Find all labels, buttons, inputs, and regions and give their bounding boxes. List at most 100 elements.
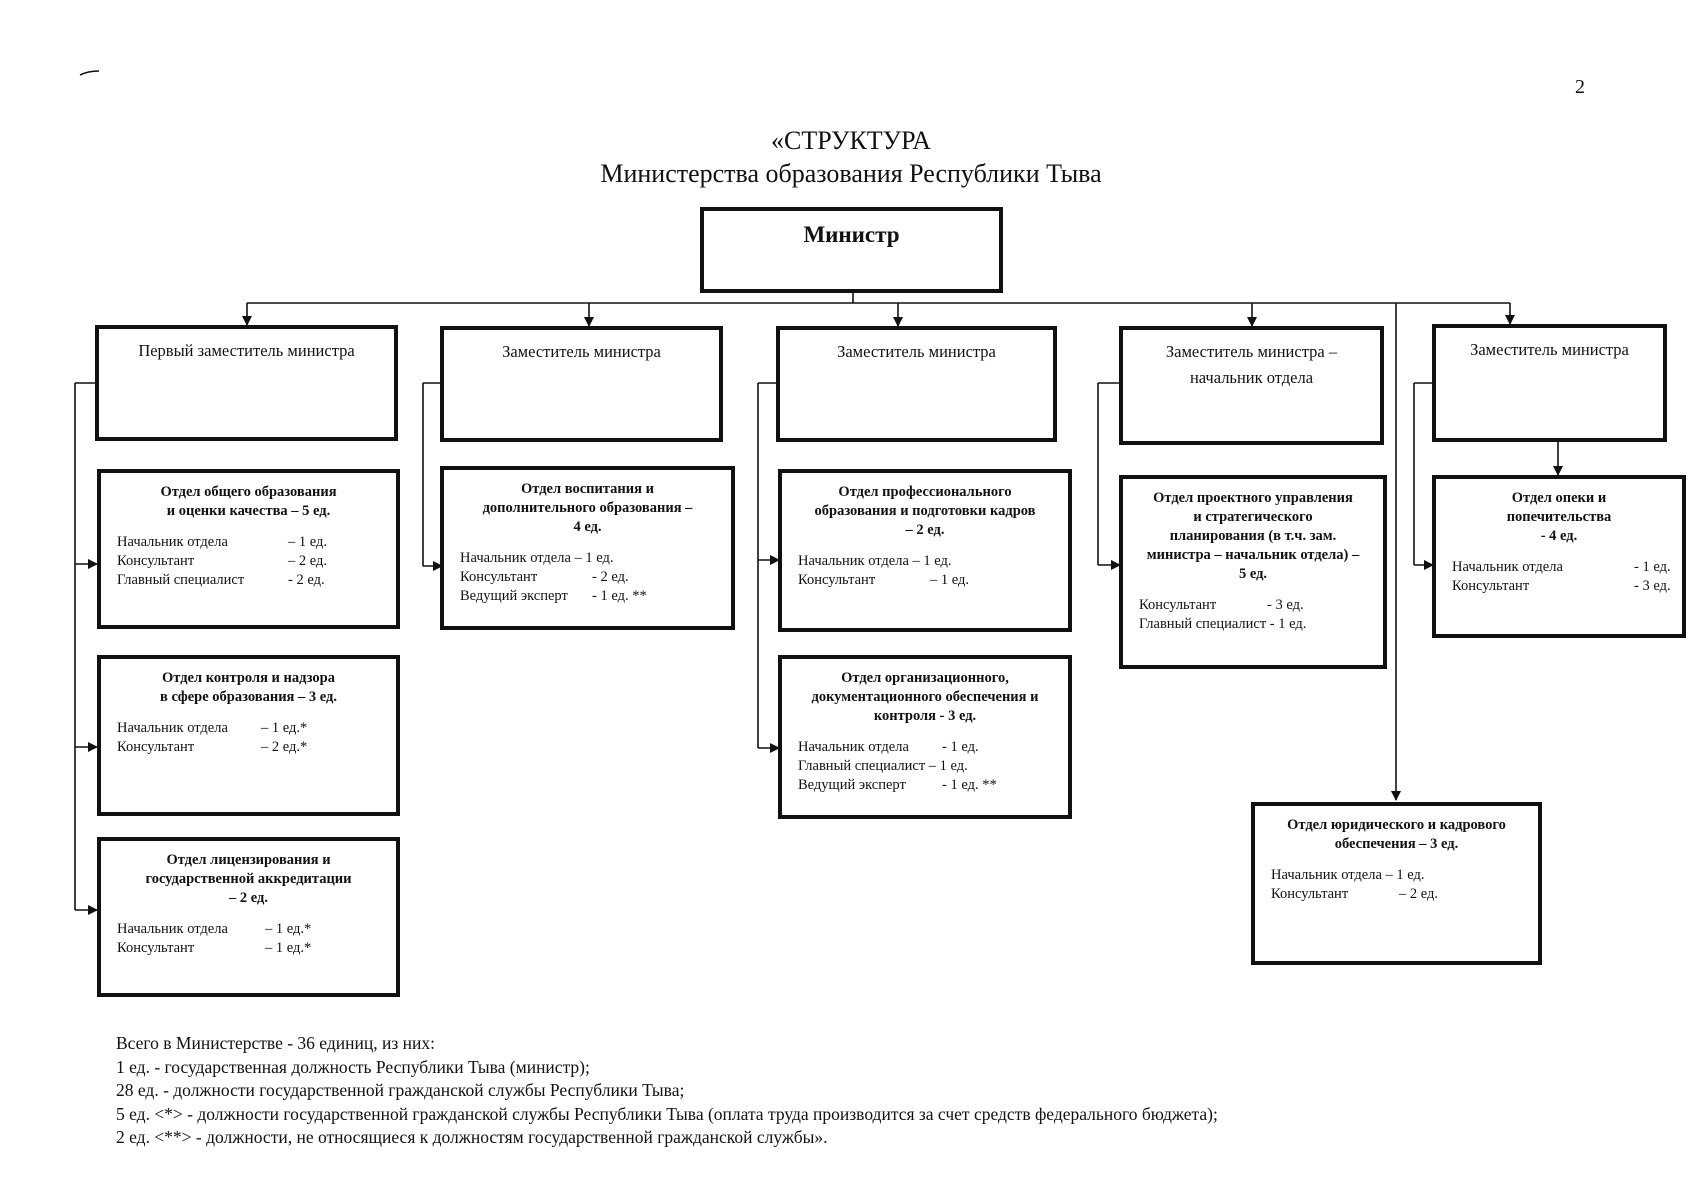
title-line: Отдел профессионального xyxy=(838,484,1012,500)
staff-position: Начальник отдела – 1 ед. xyxy=(798,553,952,569)
title-line: Отдел организационного, xyxy=(841,670,1009,686)
staff-position: Начальник отдела xyxy=(117,921,228,937)
department-control: Отдел контроля и надзора в сфере образов… xyxy=(97,655,400,816)
department-upbringing: Отдел воспитания и дополнительного образ… xyxy=(440,466,735,630)
deputy-label: Заместитель министра xyxy=(502,342,661,361)
deputy-box-first: Первый заместитель министра xyxy=(95,325,398,441)
staff-position: Начальник отдела xyxy=(117,720,228,736)
page-title: «СТРУКТУРА xyxy=(771,126,931,155)
department-title: Отдел общего образования и оценки качест… xyxy=(111,483,386,521)
staff-row: Начальник отдела– 1 ед.* xyxy=(117,920,396,939)
title-line: Отдел воспитания и xyxy=(521,481,654,497)
minister-label: Министр xyxy=(803,222,900,247)
staff-row: Консультант - 3 ед. xyxy=(1452,577,1682,596)
title-line: образования и подготовки кадров xyxy=(814,503,1036,519)
deputy-label-line-2: начальник отдела xyxy=(1189,368,1314,387)
staff-row: Начальник отдела - 1 ед. xyxy=(798,738,1068,757)
staff-count: - 3 ед. xyxy=(1267,597,1304,613)
staff-list: Начальник отдела - 1 ед. Главный специали… xyxy=(798,738,1068,795)
deputy-label: Заместитель министра – начальник отдела xyxy=(1123,330,1380,391)
department-licensing: Отдел лицензирования и государственной а… xyxy=(97,837,400,997)
title-line: государственной аккредитации xyxy=(145,871,352,887)
staff-position: Консультант xyxy=(117,940,195,956)
staff-row: Главный специалист - 1 ед. xyxy=(1139,615,1383,634)
title-line: – 2 ед. xyxy=(905,522,945,538)
deputy-label: Заместитель министра xyxy=(837,342,996,361)
staff-count: - 2 ед. xyxy=(592,569,629,585)
staff-position: Консультант xyxy=(460,569,538,585)
department-title: Отдел проектного управления и стратегиче… xyxy=(1133,489,1373,584)
minister-box: Министр xyxy=(700,207,1003,293)
staff-row: Главный специалист – 1 ед. xyxy=(798,757,1068,776)
title-line: Отдел юридического и кадрового xyxy=(1287,817,1506,833)
department-general-education: Отдел общего образования и оценки качест… xyxy=(97,469,400,629)
footer-line-civil-service: 28 ед. - должности государственной гражд… xyxy=(116,1080,685,1100)
department-title: Отдел организационного, документационног… xyxy=(792,669,1058,726)
staff-count: - 1 ед. xyxy=(942,739,979,755)
deputy-box-5: Заместитель министра xyxy=(1432,324,1667,442)
title-line: и стратегического xyxy=(1193,509,1313,525)
staff-row: Консультант – 1 ед. xyxy=(798,571,1068,590)
department-title: Отдел лицензирования и государственной а… xyxy=(111,851,386,908)
department-professional: Отдел профессионального образования и по… xyxy=(778,469,1072,632)
staff-row: Начальник отдела– 1 ед.* xyxy=(117,719,396,738)
staff-count: – 2 ед.* xyxy=(261,739,308,755)
title-line: попечительства xyxy=(1506,509,1612,525)
staff-count: - 2 ед. xyxy=(288,572,325,588)
deputy-box-2: Заместитель министра xyxy=(440,326,723,442)
title-line: Отдел проектного управления xyxy=(1153,490,1353,506)
staff-list: Начальник отдела– 1 ед.* Консультант– 2 … xyxy=(117,719,396,757)
page-subtitle: Министерства образования Республики Тыва xyxy=(600,159,1102,188)
scan-mark xyxy=(79,70,100,76)
department-title: Отдел юридического и кадрового обеспечен… xyxy=(1265,816,1528,854)
staff-row: Начальник отдела – 1 ед. xyxy=(1271,866,1538,885)
staff-row: Начальник отдела – 1 ед. xyxy=(460,549,731,568)
title-line: Отдел лицензирования и xyxy=(166,852,331,868)
staff-row: Начальник отдела – 1 ед. xyxy=(798,552,1068,571)
staff-list: Начальник отдела– 1 ед.* Консультант – 1 … xyxy=(117,920,396,958)
staff-position: Начальник отдела xyxy=(798,739,909,755)
deputy-box-4: Заместитель министра – начальник отдела xyxy=(1119,326,1384,445)
footer-notes: Всего в Министерстве - 36 единиц, из них… xyxy=(116,1032,1686,1150)
department-project: Отдел проектного управления и стратегиче… xyxy=(1119,475,1387,669)
title-line: в сфере образования – 3 ед. xyxy=(160,689,337,705)
staff-list: Начальник отдела- 1 ед. Консультант - 3 е… xyxy=(1452,558,1682,596)
staff-position: Ведущий эксперт xyxy=(460,588,568,604)
staff-row: Ведущий эксперт- 1 ед. ** xyxy=(798,776,1068,795)
staff-list: Консультант - 3 ед. Главный специалист - … xyxy=(1139,596,1383,634)
staff-position: Консультант xyxy=(1271,886,1349,902)
staff-row: Начальник отдела- 1 ед. xyxy=(1452,558,1682,577)
title-line: Отдел общего образования xyxy=(160,484,337,500)
staff-position: Консультант xyxy=(1452,578,1530,594)
staff-position: Консультант xyxy=(798,572,876,588)
staff-row: Консультант – 1 ед.* xyxy=(117,939,396,958)
staff-row: Начальник отдела– 1 ед. xyxy=(117,533,396,552)
staff-position: Консультант xyxy=(1139,597,1217,613)
staff-count: – 1 ед. xyxy=(930,572,969,588)
staff-count: - 3 ед. xyxy=(1634,578,1671,594)
staff-row: Консультант - 3 ед. xyxy=(1139,596,1383,615)
staff-count: - 1 ед. ** xyxy=(942,777,997,793)
title-line: 5 ед. xyxy=(1238,566,1268,582)
footer-line-non-civil: 2 ед. <**> - должности, не относящиеся к… xyxy=(116,1127,828,1147)
department-organizational: Отдел организационного, документационног… xyxy=(778,655,1072,819)
staff-count: – 2 ед. xyxy=(1399,886,1438,902)
department-title: Отдел воспитания и дополнительного образ… xyxy=(454,480,721,537)
deputy-label-line-1: Заместитель министра – xyxy=(1165,342,1338,361)
staff-list: Начальник отдела– 1 ед. Консультант– 2 е… xyxy=(117,533,396,590)
staff-position: Начальник отдела – 1 ед. xyxy=(460,550,614,566)
staff-row: Консультант– 2 ед.* xyxy=(117,738,396,757)
deputy-box-3: Заместитель министра xyxy=(776,326,1057,442)
staff-list: Начальник отдела – 1 ед. Консультант - 2 … xyxy=(460,549,731,606)
staff-row: Консультант - 2 ед. xyxy=(460,568,731,587)
department-title: Отдел контроля и надзора в сфере образов… xyxy=(111,669,386,707)
staff-count: – 1 ед.* xyxy=(265,940,312,956)
footer-line-total: Всего в Министерстве - 36 единиц, из них… xyxy=(116,1033,435,1053)
title-line: контроля - 3 ед. xyxy=(873,708,977,724)
staff-position: Начальник отдела xyxy=(117,534,228,550)
title-line: обеспечения – 3 ед. xyxy=(1334,836,1459,852)
staff-count: - 1 ед. xyxy=(1634,559,1671,575)
staff-position: Главный специалист xyxy=(117,572,245,588)
staff-row: Консультант– 2 ед. xyxy=(117,552,396,571)
